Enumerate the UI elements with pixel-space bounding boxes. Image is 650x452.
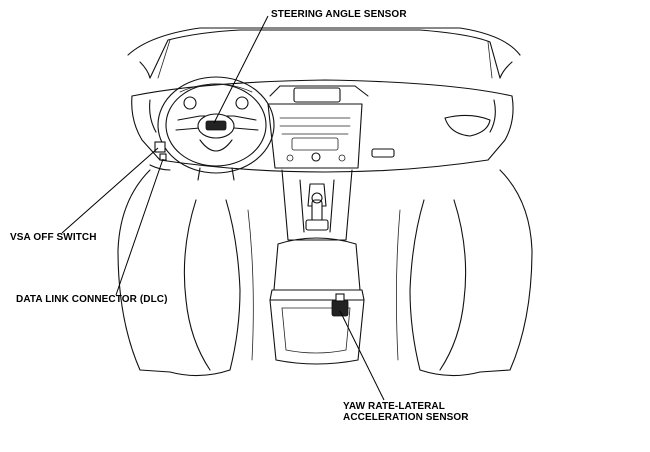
- center-console: [269, 169, 365, 365]
- leader-steering: [213, 15, 269, 124]
- windshield-frame: [127, 27, 521, 79]
- yaw-rate-sensor-label: YAW RATE-LATERAL ACCELERATION SENSOR: [343, 401, 469, 423]
- front-seats: [117, 169, 533, 377]
- leader-lines: [61, 15, 385, 401]
- yaw-rate-label-line2: ACCELERATION SENSOR: [343, 412, 469, 423]
- leader-vsa: [61, 147, 159, 234]
- vsa-off-switch-label: VSA OFF SWITCH: [10, 232, 97, 243]
- steering-wheel: [157, 76, 275, 181]
- data-link-connector-label: DATA LINK CONNECTOR (DLC): [16, 294, 168, 305]
- leader-dlc: [115, 158, 164, 296]
- dashboard: [131, 79, 514, 173]
- yaw-rate-label-line1: YAW RATE-LATERAL: [343, 401, 445, 412]
- steering-angle-sensor-label: STEERING ANGLE SENSOR: [271, 9, 407, 20]
- leader-yaw: [339, 310, 385, 401]
- left-lower-dash: [149, 141, 171, 171]
